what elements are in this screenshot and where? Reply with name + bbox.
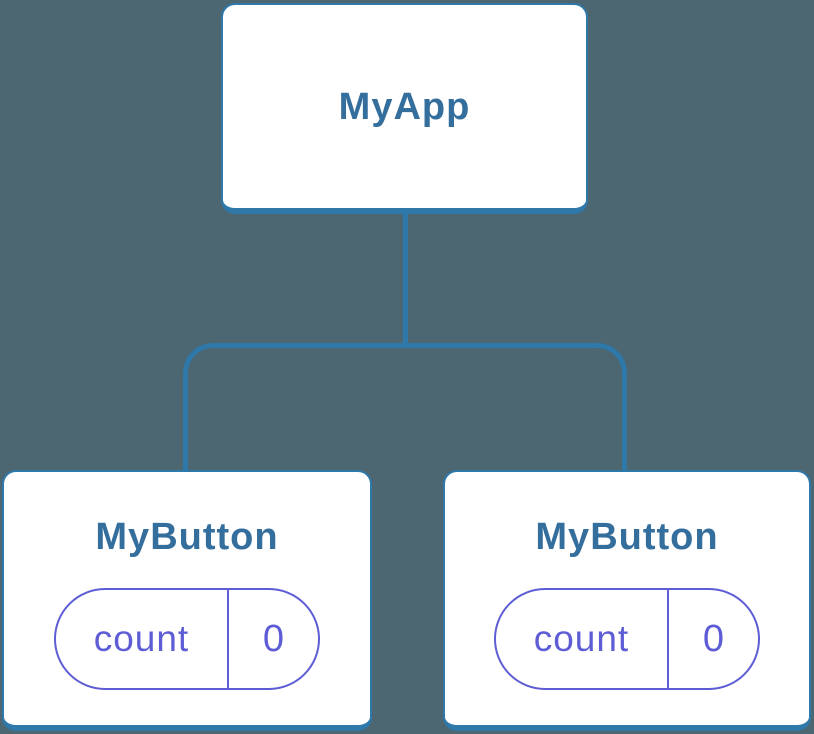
children-connector-bracket [183, 343, 627, 470]
state-name: count [496, 590, 669, 688]
state-name: count [56, 590, 229, 688]
root-node-myapp: MyApp [221, 3, 588, 214]
state-value: 0 [702, 617, 725, 660]
child-node-mybutton-right: MyButton count 0 [443, 470, 811, 731]
child-node-mybutton-left: MyButton count 0 [2, 470, 372, 731]
root-connector-line [403, 212, 408, 348]
state-pill: count 0 [494, 588, 760, 690]
state-value: 0 [262, 617, 285, 660]
state-pill: count 0 [54, 588, 320, 690]
child-node-label: MyButton [535, 516, 719, 558]
child-node-label: MyButton [95, 516, 279, 558]
root-node-label: MyApp [338, 85, 471, 128]
